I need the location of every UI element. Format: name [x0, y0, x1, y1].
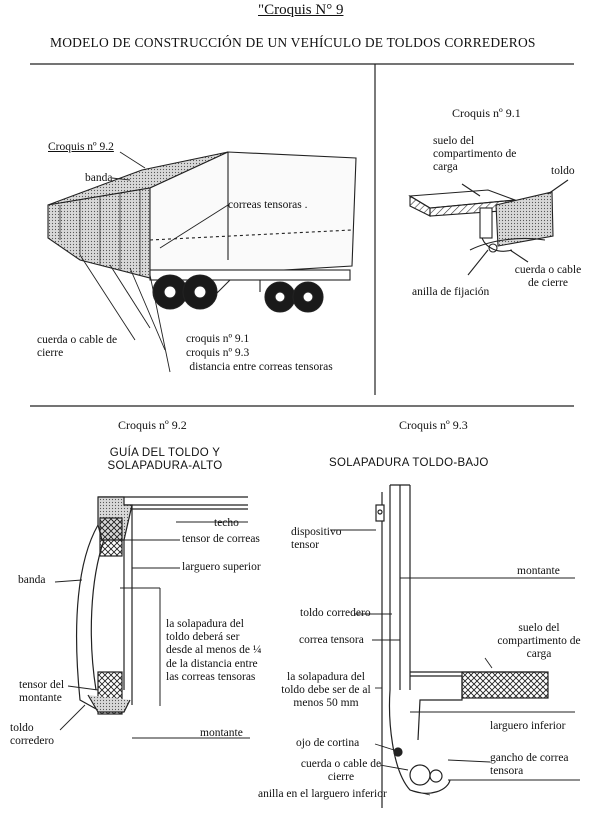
sketch-9-3-ojo-label: ojo de cortina [296, 737, 360, 749]
truck-drawing [47, 151, 357, 373]
sketch-9-2-banda-label: banda [18, 574, 46, 586]
sketch-9-3-drawing [330, 484, 580, 808]
sketch-9-3-title: Croquis nº 9.3 [399, 418, 468, 432]
sketch-9-2-toldo-corredero-label: toldo corredero [10, 722, 55, 748]
sketch-9-3-nota-label: la solapadura del toldo debe ser de al m… [281, 671, 371, 710]
sketch-9-3-heading: SOLAPADURA TOLDO-BAJO [329, 457, 489, 469]
sketch-9-2-heading: GUÍA DEL TOLDO Y SOLAPADURA-ALTO [107, 447, 223, 473]
truck-ref-9-3-label: croquis nº 9.3 [186, 347, 250, 359]
truck-cuerda-label: cuerda o cable de cierre [37, 334, 118, 360]
sketch-9-1-suelo-label: suelo del compartimento de carga [433, 135, 517, 174]
sketch-9-3-toldo-corredero-label: toldo corredero [300, 607, 371, 619]
sketch-9-2-title: Croquis nº 9.2 [118, 418, 187, 432]
page-subtitle: MODELO DE CONSTRUCCIÓN DE UN VEHÍCULO DE… [50, 35, 536, 50]
page-title: "Croquis N° 9 [258, 2, 344, 18]
sketch-9-2-larguero-sup-label: larguero superior [182, 561, 261, 573]
sketch-9-2-montante-label: montante [200, 727, 243, 739]
truck-ref-9-1-label: croquis nº 9.1 [186, 333, 250, 345]
truck-banda-label: banda [85, 172, 113, 184]
sketch-9-2-nota-label: la solapadura del toldo deberá ser desde… [166, 618, 262, 683]
sketch-9-2-drawing [54, 496, 250, 739]
sketch-9-3-anilla-label: anilla en el larguero inferior [258, 788, 387, 800]
sketch-9-1-drawing [408, 179, 569, 276]
sketch-9-3-gancho-label: gancho de correa tensora [490, 752, 569, 778]
sketch-9-3-montante-label: montante [517, 565, 560, 577]
sketch-9-1-anilla-label: anilla de fijación [412, 286, 490, 298]
sketch-9-3-cuerda-label: cuerda o cable de cierre [300, 758, 382, 784]
truck-ref-9-2-label: Croquis nº 9.2 [48, 141, 114, 153]
sketch-9-2-techo-label: techo [214, 517, 239, 529]
frame-lines [30, 63, 574, 407]
sketch-9-3-larguero-inf-label: larguero inferior [490, 720, 566, 732]
truck-distancia-label: distancia entre correas tensoras [189, 361, 333, 373]
truck-correas-label: correas tensoras . [228, 199, 308, 211]
sketch-9-3-suelo-label: suelo del compartimento de carga [497, 622, 581, 661]
sketch-9-3-correa-tensora-label: correa tensora [299, 634, 364, 646]
sketch-9-1-cuerda-label: cuerda o cable de cierre [514, 264, 582, 290]
sketch-9-2-tensor-montante-label: tensor del montante [19, 679, 65, 705]
sketch-9-1-title: Croquis nº 9.1 [452, 106, 521, 120]
sketch-9-3-dispositivo-label: dispositivo tensor [291, 526, 342, 552]
sketch-9-2-tensor-correas-label: tensor de correas [182, 533, 260, 545]
sketch-9-1-toldo-label: toldo [551, 165, 575, 177]
